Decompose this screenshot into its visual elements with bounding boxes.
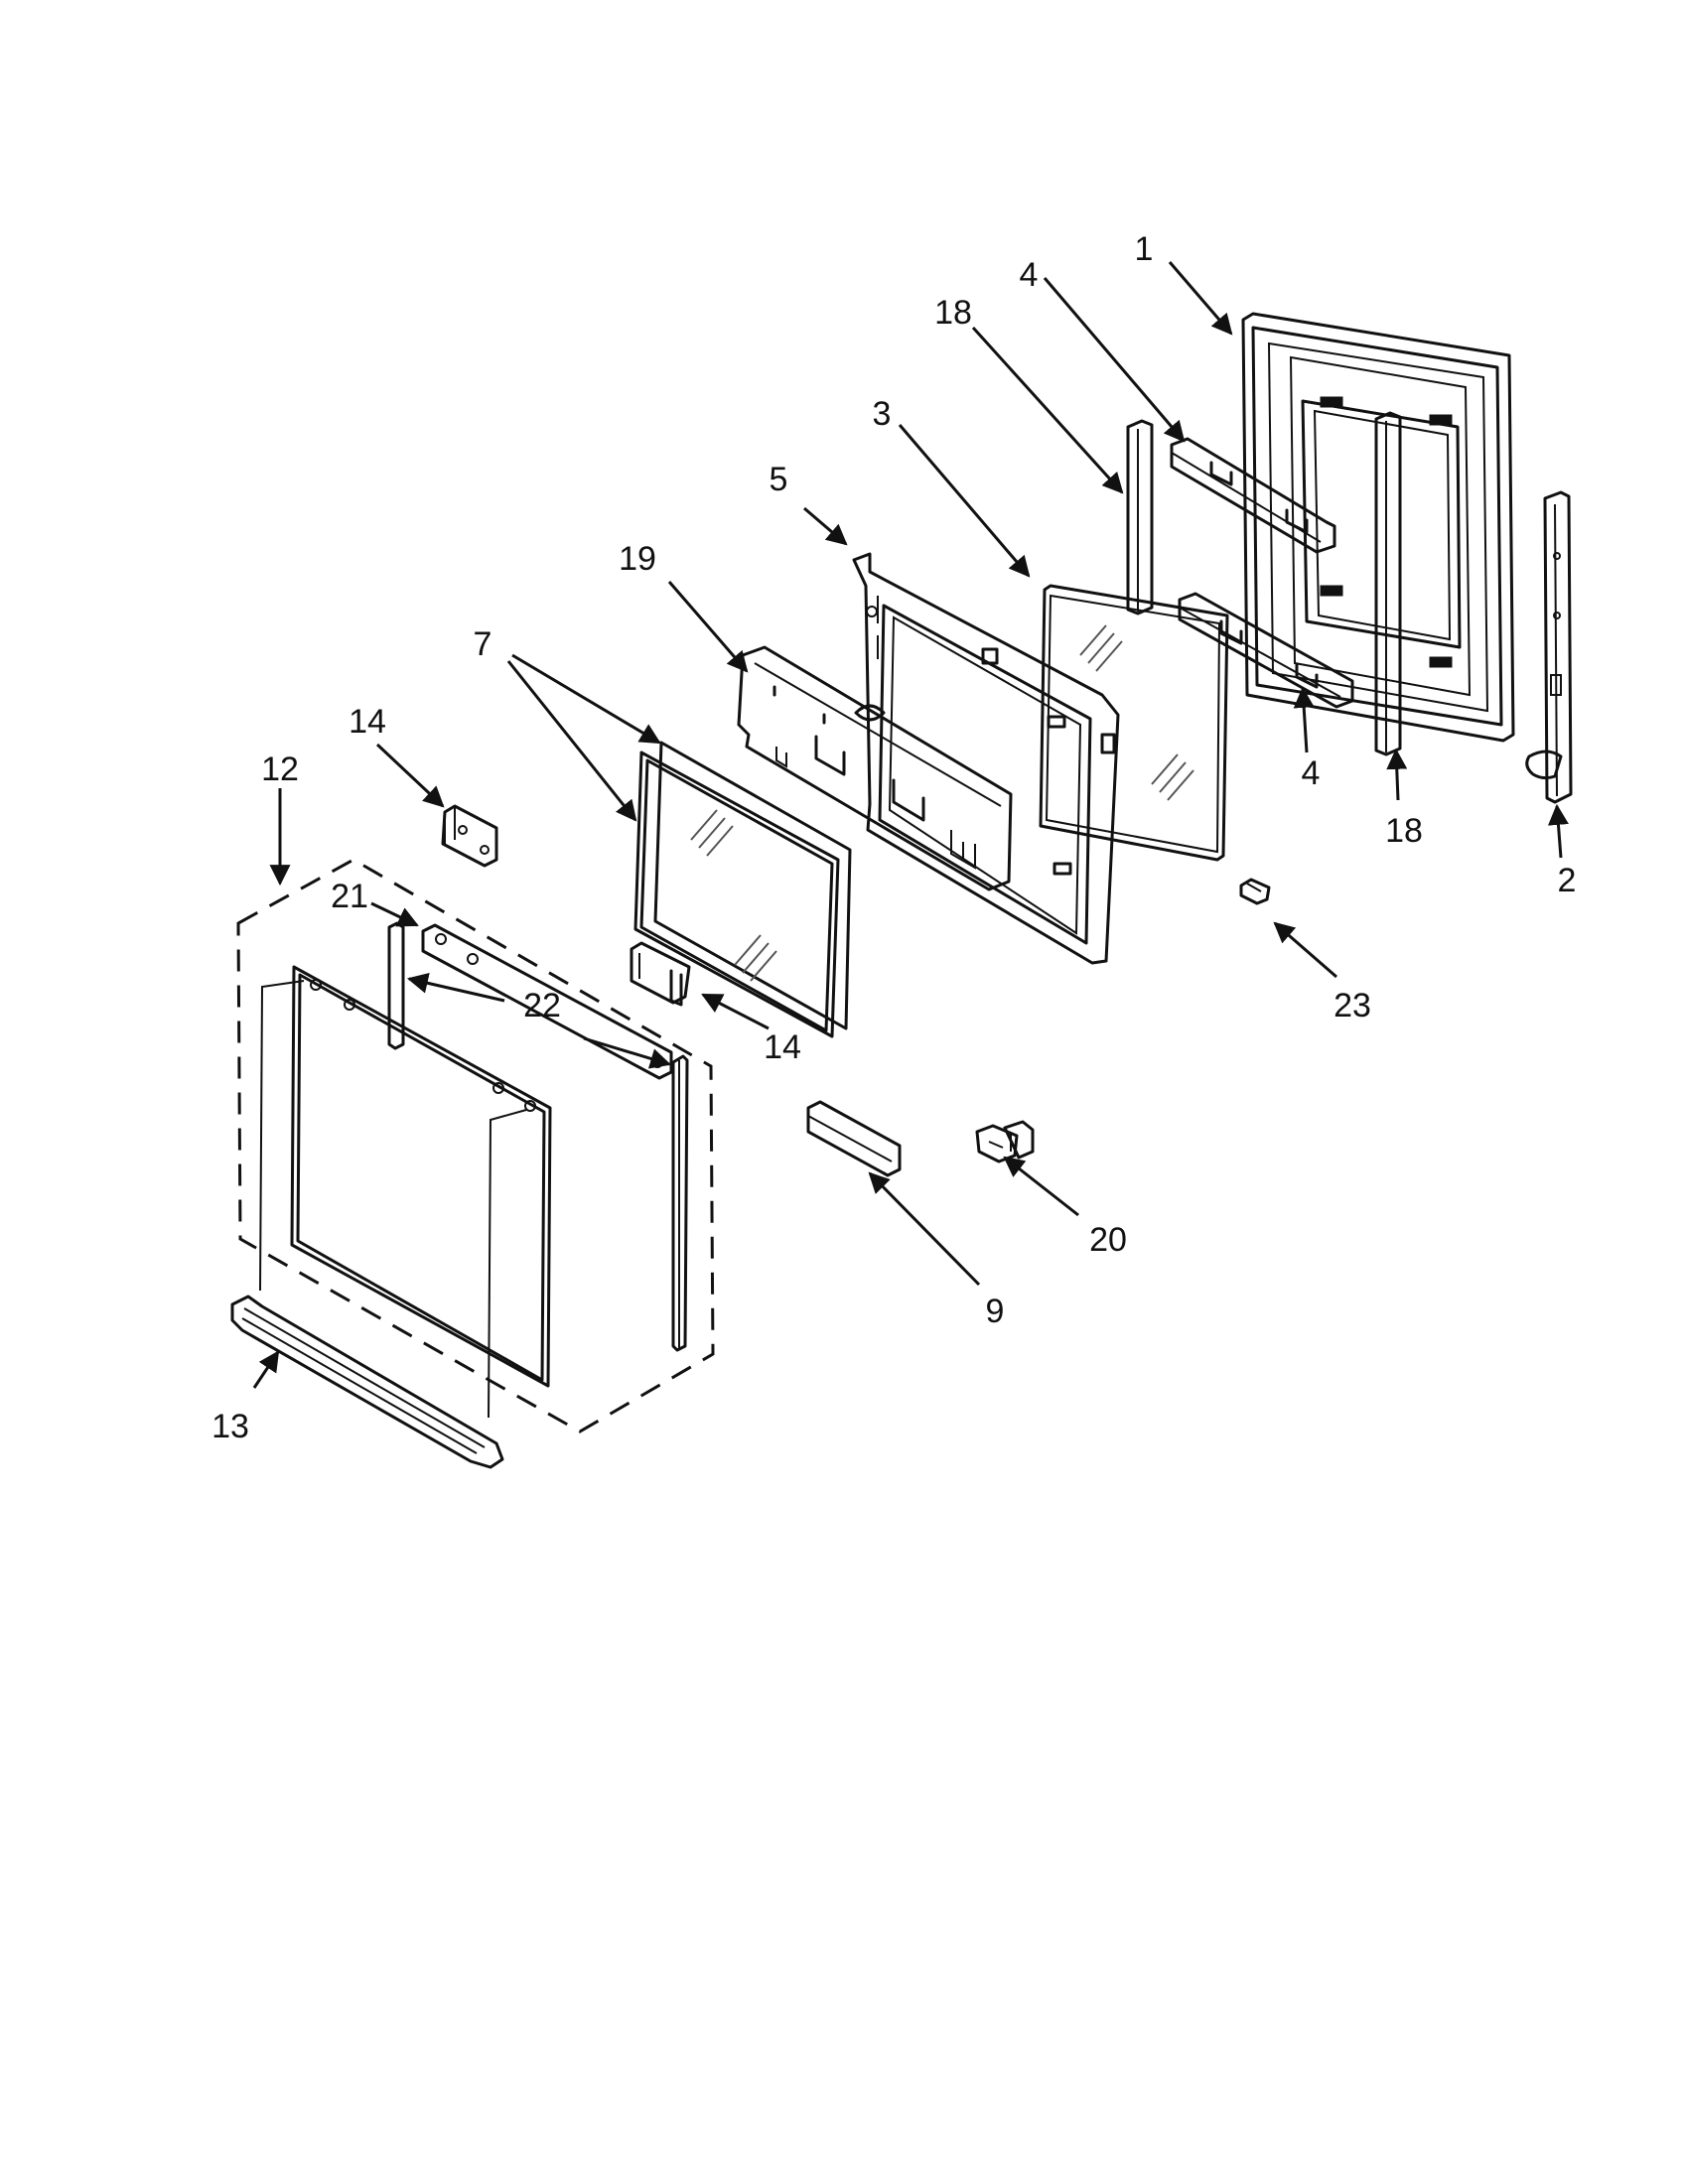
callout-labels: 1 4 18 3 5 19 7 14 12 21 22 14 4 18 2 23… <box>211 230 1576 1445</box>
part-14a-bracket <box>441 804 498 868</box>
part-7-door-glass <box>633 741 852 1038</box>
callout-2: 2 <box>1558 862 1577 899</box>
callout-23: 23 <box>1333 987 1371 1024</box>
callout-5: 5 <box>770 461 788 498</box>
part-1-outer-door-panel <box>1241 312 1515 743</box>
callout-18-upper: 18 <box>934 294 972 332</box>
part-9-trim-strip <box>806 1100 902 1177</box>
callout-9: 9 <box>986 1293 1005 1330</box>
callout-3: 3 <box>873 395 892 433</box>
callout-13: 13 <box>211 1408 249 1445</box>
callout-12: 12 <box>261 751 299 788</box>
callout-20: 20 <box>1089 1221 1127 1259</box>
callout-19: 19 <box>619 540 656 578</box>
part-14b-bracket <box>630 941 691 1007</box>
part-12-outer-door-assembly <box>236 858 715 1433</box>
leader-lines <box>252 261 1569 1389</box>
part-18a-vertical-strip <box>1126 419 1154 615</box>
part-19-heat-shield <box>737 645 1013 891</box>
callout-14-upper: 14 <box>349 703 386 741</box>
part-20-latch-bracket <box>975 1120 1035 1163</box>
outer-door-glass-panel <box>259 965 552 1419</box>
callout-18-lower: 18 <box>1385 812 1423 850</box>
part-3-inner-glass <box>1039 584 1229 862</box>
part-5-glass-frame <box>852 552 1120 965</box>
part-4a-upper-spacer <box>1170 437 1336 554</box>
callout-1: 1 <box>1135 230 1154 268</box>
callout-4-lower: 4 <box>1302 754 1321 792</box>
part-13-door-handle <box>230 1295 504 1469</box>
callout-4-upper: 4 <box>1020 256 1039 294</box>
part-23-clip <box>1239 878 1271 905</box>
part-22b-right-trim <box>671 1054 689 1352</box>
part-4b-lower-spacer <box>1178 592 1354 709</box>
callout-22: 22 <box>523 987 561 1024</box>
part-2-hinge-channel <box>1525 490 1573 804</box>
callout-14-lower: 14 <box>764 1028 801 1066</box>
callout-7: 7 <box>474 625 492 663</box>
part-18b-vertical-strip <box>1374 411 1402 756</box>
callout-21: 21 <box>331 878 368 915</box>
